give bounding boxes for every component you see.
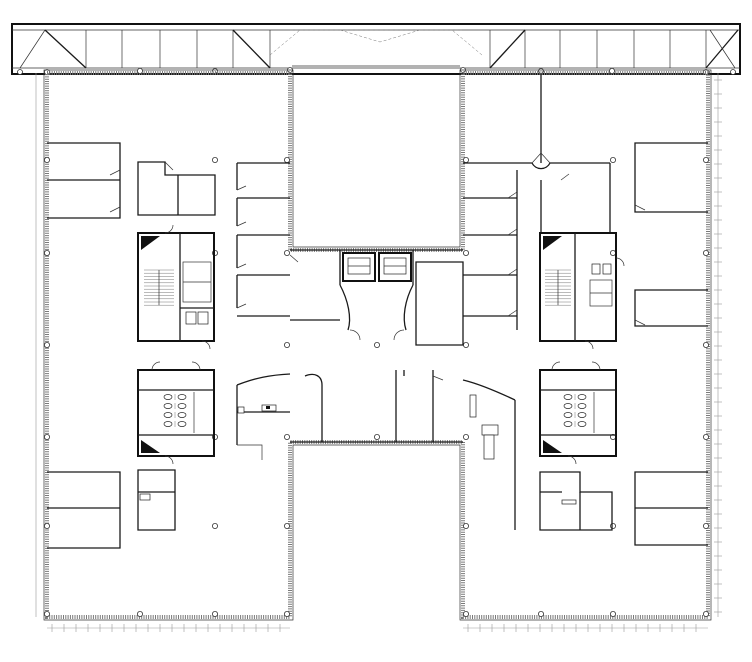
- column: [211, 611, 218, 618]
- toilet: [163, 403, 173, 409]
- column: [609, 68, 616, 75]
- roof-truss: [11, 23, 741, 75]
- column: [44, 433, 51, 440]
- west-wing: [47, 142, 291, 549]
- east-restroom-fixtures: [563, 392, 595, 433]
- column: [283, 341, 290, 348]
- column: [44, 249, 51, 256]
- column: [373, 341, 380, 348]
- dimension-ticks: [51, 79, 722, 632]
- toilet: [563, 412, 573, 418]
- column: [44, 611, 51, 618]
- west-stair: [144, 269, 174, 306]
- central-link: [290, 249, 463, 443]
- toilet: [563, 394, 573, 400]
- exterior-envelope: [35, 69, 722, 632]
- column: [283, 523, 290, 530]
- column: [462, 156, 469, 163]
- column: [703, 611, 710, 618]
- column: [136, 68, 143, 75]
- column: [44, 156, 51, 163]
- column: [703, 433, 710, 440]
- toilet: [577, 412, 587, 418]
- column: [373, 433, 380, 440]
- toilet: [177, 412, 187, 418]
- toilet: [577, 403, 587, 409]
- column: [610, 611, 617, 618]
- toilet: [177, 421, 187, 427]
- structural-columns: [44, 68, 710, 618]
- column: [703, 249, 710, 256]
- west-restroom-fixtures: [163, 392, 195, 433]
- column: [283, 249, 290, 256]
- column: [44, 523, 51, 530]
- toilet: [577, 421, 587, 427]
- column: [610, 523, 617, 530]
- truss-verticals: [85, 30, 707, 68]
- column: [703, 523, 710, 530]
- toilet: [163, 412, 173, 418]
- column: [462, 433, 469, 440]
- column: [283, 611, 290, 618]
- column: [462, 249, 469, 256]
- column: [703, 341, 710, 348]
- column: [44, 341, 51, 348]
- toilet: [163, 421, 173, 427]
- toilet: [177, 403, 187, 409]
- toilet: [577, 394, 587, 400]
- column: [283, 433, 290, 440]
- toilet: [177, 394, 187, 400]
- column: [211, 523, 218, 530]
- column: [462, 341, 469, 348]
- column: [211, 156, 218, 163]
- toilet: [563, 421, 573, 427]
- toilet: [163, 394, 173, 400]
- column: [136, 611, 143, 618]
- column: [610, 249, 617, 256]
- column: [462, 523, 469, 530]
- toilet: [563, 403, 573, 409]
- column: [703, 156, 710, 163]
- east-stair: [545, 269, 571, 306]
- column: [538, 611, 545, 618]
- east-wing: [463, 75, 708, 546]
- column: [283, 156, 290, 163]
- central-elevator-lobby: [289, 250, 516, 530]
- column: [610, 156, 617, 163]
- column: [462, 611, 469, 618]
